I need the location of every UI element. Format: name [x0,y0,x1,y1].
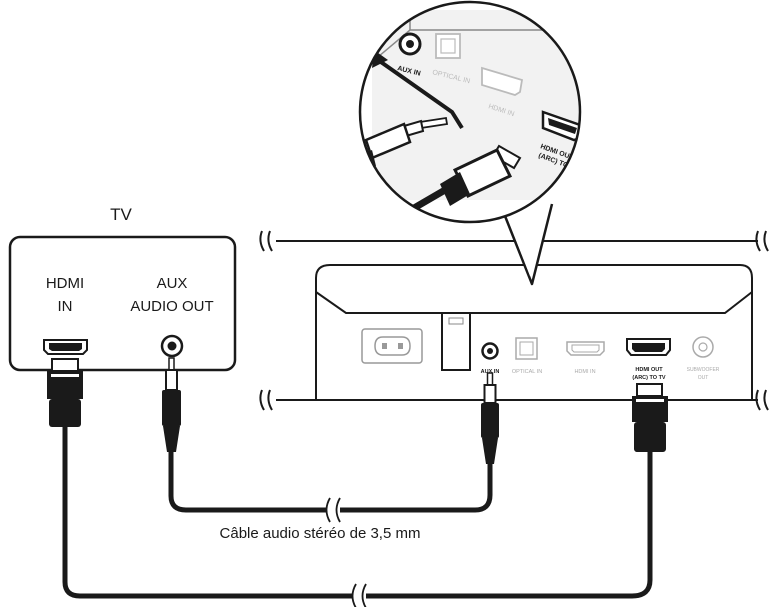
tv-hdmi-label-in: IN [57,298,73,315]
tv-box [8,235,237,372]
soundbar-hdmi-out-port [626,338,671,356]
zoom-insert-arrow [376,58,464,130]
soundbar-audio-plug [481,372,499,464]
power-switch [441,312,471,371]
soundbar-hdmi-in-port [566,341,605,356]
hdmi-cable-break-mark [351,583,367,607]
soundbar-subwoofer-out-jack [692,336,714,358]
tv-aux-label-audio-out: AUDIO OUT [130,298,214,315]
label-hdmi-out-arc: (ARC) TO TV [632,375,666,381]
label-hdmi-in: HDMI IN [574,369,595,375]
soundbar-hdmi-plug [632,383,668,452]
label-aux-in: AUX IN [481,369,500,375]
tv-audio-plug [162,357,181,452]
tv-title: TV [110,205,132,224]
soundbar-body [315,264,753,401]
label-hdmi-out: HDMI OUT [635,367,663,373]
label-optical-in: OPTICAL IN [512,369,542,375]
label-subwoofer: SUBWOOFER [687,367,720,373]
soundbar-bottom-cut-line [259,389,769,411]
tv-hdmi-in-port [43,339,88,355]
power-socket [361,328,423,364]
zoom-hdmi-in-port [481,66,524,96]
tv-aux-label: AUX [156,275,188,292]
audio-cable-label: Câble audio stéréo de 3,5 mm [219,525,421,542]
label-subwoofer-out: OUT [698,375,709,381]
tv-hdmi-plug [47,358,83,427]
tv-aux-out-jack [160,334,184,358]
tv-hdmi-label: HDMI [45,275,85,292]
audio-cable-break-mark [325,497,341,523]
soundbar-optical-in-port [515,337,538,360]
soundbar-aux-in-jack [481,342,499,360]
